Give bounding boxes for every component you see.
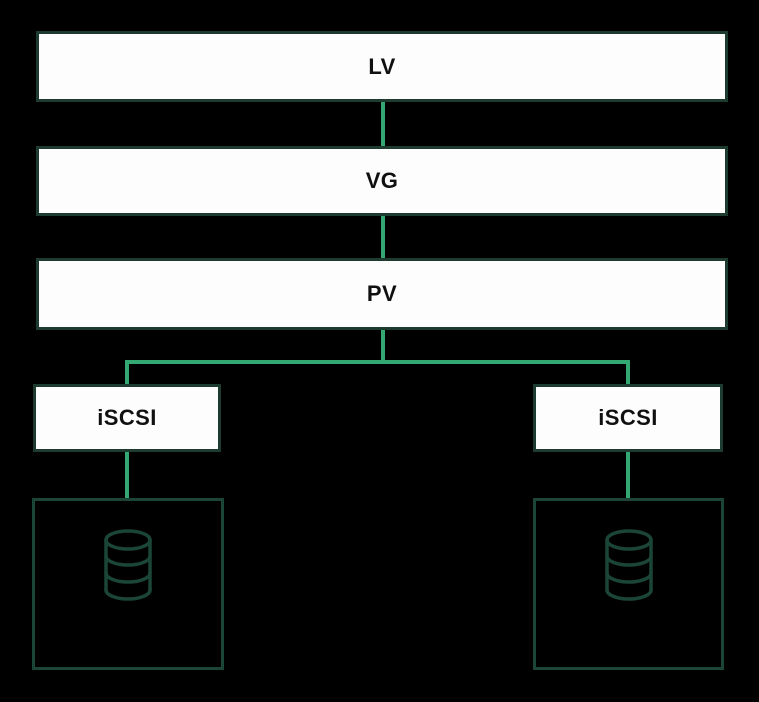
node-iscsi-left: iSCSI — [33, 384, 221, 452]
node-vg-label: VG — [365, 168, 399, 193]
storage-box-left — [32, 498, 224, 670]
node-pv-label: PV — [366, 281, 398, 306]
database-icon — [604, 529, 653, 601]
node-lv: LV — [36, 31, 728, 102]
connector-pv-branch — [125, 330, 630, 384]
database-icon — [104, 529, 152, 601]
node-pv: PV — [36, 258, 728, 330]
node-iscsi-left-label: iSCSI — [97, 405, 157, 430]
node-vg: VG — [36, 146, 728, 216]
node-iscsi-right: iSCSI — [533, 384, 723, 452]
storage-box-right — [533, 498, 724, 670]
node-iscsi-right-label: iSCSI — [598, 405, 658, 430]
node-lv-label: LV — [368, 53, 396, 79]
